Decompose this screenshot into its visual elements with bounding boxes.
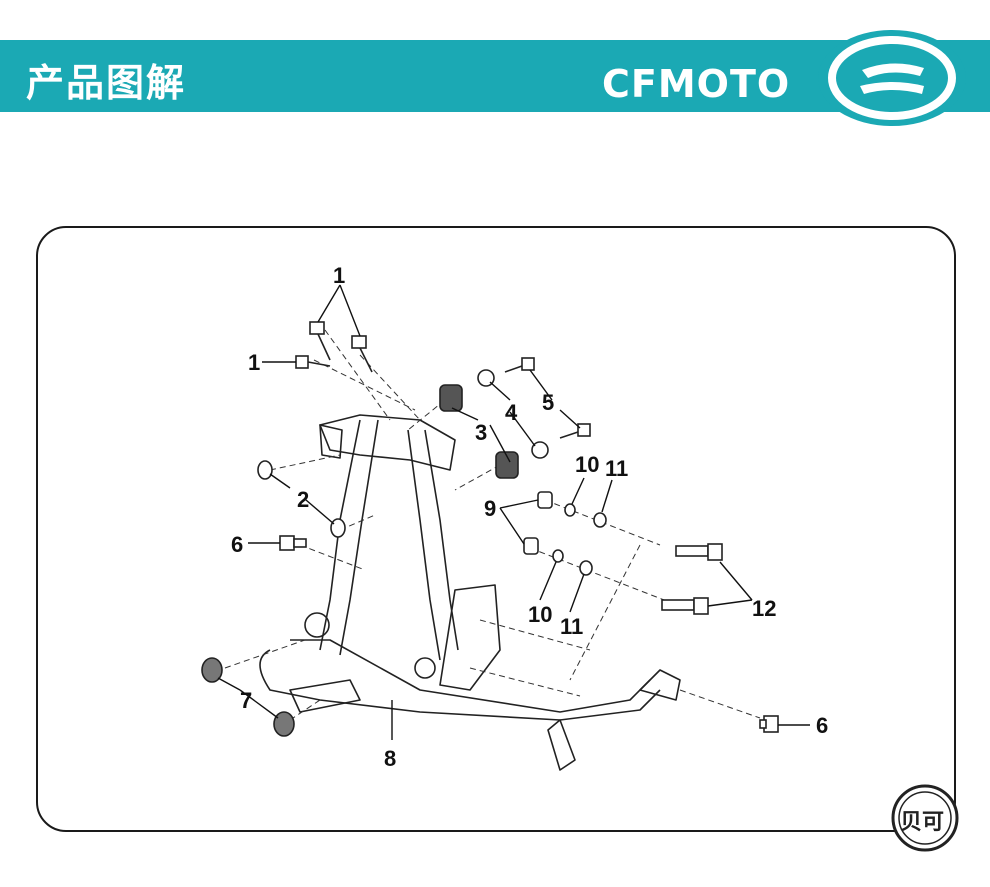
frame-tube-right-inner (424, 429, 459, 651)
bolt-icon (295, 355, 331, 369)
callout-1: 1 (333, 263, 345, 288)
diagram-frame (36, 226, 956, 832)
frame-tube-left (319, 419, 361, 651)
callout-7: 7 (240, 688, 252, 713)
callout-12: 12 (752, 596, 776, 621)
nut-icon (564, 503, 576, 517)
top-bracket (319, 414, 456, 471)
watermark-seal-icon (891, 784, 959, 852)
spacer-icon (537, 491, 553, 509)
callout-8: 8 (384, 746, 396, 771)
callout-2: 2 (297, 487, 309, 512)
watermark-text: 贝可 (900, 809, 945, 835)
left-tab (319, 424, 343, 459)
washer-icon (579, 560, 593, 576)
lower-rail-inner (290, 639, 651, 713)
front-bracket-right (547, 719, 576, 771)
callout-5: 5 (542, 390, 554, 415)
washer-icon (330, 518, 346, 538)
bolt-icon (661, 597, 709, 615)
nut-icon (552, 549, 564, 563)
callout-1b: 1 (248, 350, 260, 375)
spacer-icon (523, 537, 539, 555)
bolt-icon (279, 535, 307, 551)
frame-tube-left-inner (339, 419, 379, 656)
callout-6b: 6 (816, 713, 828, 738)
bolt-icon (675, 543, 723, 561)
callout-11: 11 (605, 456, 628, 481)
grommet-icon (201, 657, 223, 683)
bolt-icon (351, 335, 373, 373)
callout-6: 6 (231, 532, 243, 557)
callout-9: 9 (484, 496, 496, 521)
callout-4: 4 (505, 400, 518, 425)
ring-mid (414, 657, 436, 679)
washer-icon (257, 460, 273, 480)
grommet-icon (273, 711, 295, 737)
page-title: 产品图解 (26, 61, 187, 105)
washer-icon (531, 441, 549, 459)
callout-10b: 10 (528, 602, 552, 627)
callout-11b: 11 (560, 614, 583, 639)
cfmoto-logo-icon (818, 30, 966, 126)
rear-plate (439, 584, 501, 691)
callout-10: 10 (575, 452, 599, 477)
bolt-icon (309, 321, 331, 361)
callout-3: 3 (475, 420, 487, 445)
bolt-icon (559, 423, 591, 439)
mount-plate (289, 679, 361, 713)
washer-icon (593, 512, 607, 528)
bolt-icon (504, 357, 535, 373)
brand-name: CFMOTO (602, 62, 791, 106)
bolt-icon (759, 715, 779, 733)
frame-tube-right (407, 429, 441, 661)
damper-icon (495, 451, 519, 479)
rear-bracket-right (639, 669, 681, 701)
ring-left (304, 612, 330, 638)
damper-icon (439, 384, 463, 412)
